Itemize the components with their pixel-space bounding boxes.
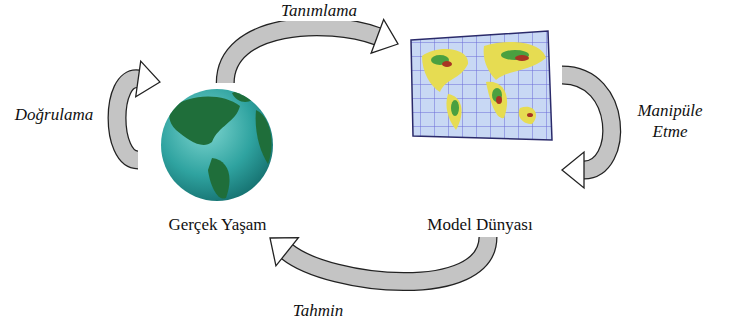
node-caption: Model Dünyası <box>400 215 560 235</box>
arrow-outline <box>117 79 138 160</box>
globe-icon <box>161 89 273 201</box>
arrow-outline <box>287 237 488 282</box>
edge-label: Tahmin <box>276 300 360 321</box>
arrow-head <box>270 238 298 266</box>
arrow-body <box>225 27 377 83</box>
arrow-body <box>117 79 138 160</box>
arrow-outline <box>562 75 612 170</box>
arrow-body <box>562 75 612 170</box>
map-icon <box>405 28 555 143</box>
edge-label: Manipüle Etme <box>624 100 716 143</box>
process-arrow <box>562 75 612 188</box>
arrow-head <box>136 61 160 97</box>
edge-label: Tanımlama <box>262 0 376 21</box>
model-world-node: Model Dünyası <box>400 30 560 235</box>
arrow-head <box>371 19 398 53</box>
edge-label: Doğrulama <box>4 104 104 125</box>
process-arrow <box>117 61 160 160</box>
arrow-outline <box>225 27 377 83</box>
process-arrow <box>225 19 398 83</box>
real-life-node: Gerçek Yaşam <box>140 85 295 235</box>
arrow-body <box>287 237 488 282</box>
process-arrow <box>270 237 488 282</box>
arrow-head <box>562 152 584 188</box>
node-caption: Gerçek Yaşam <box>140 215 295 235</box>
